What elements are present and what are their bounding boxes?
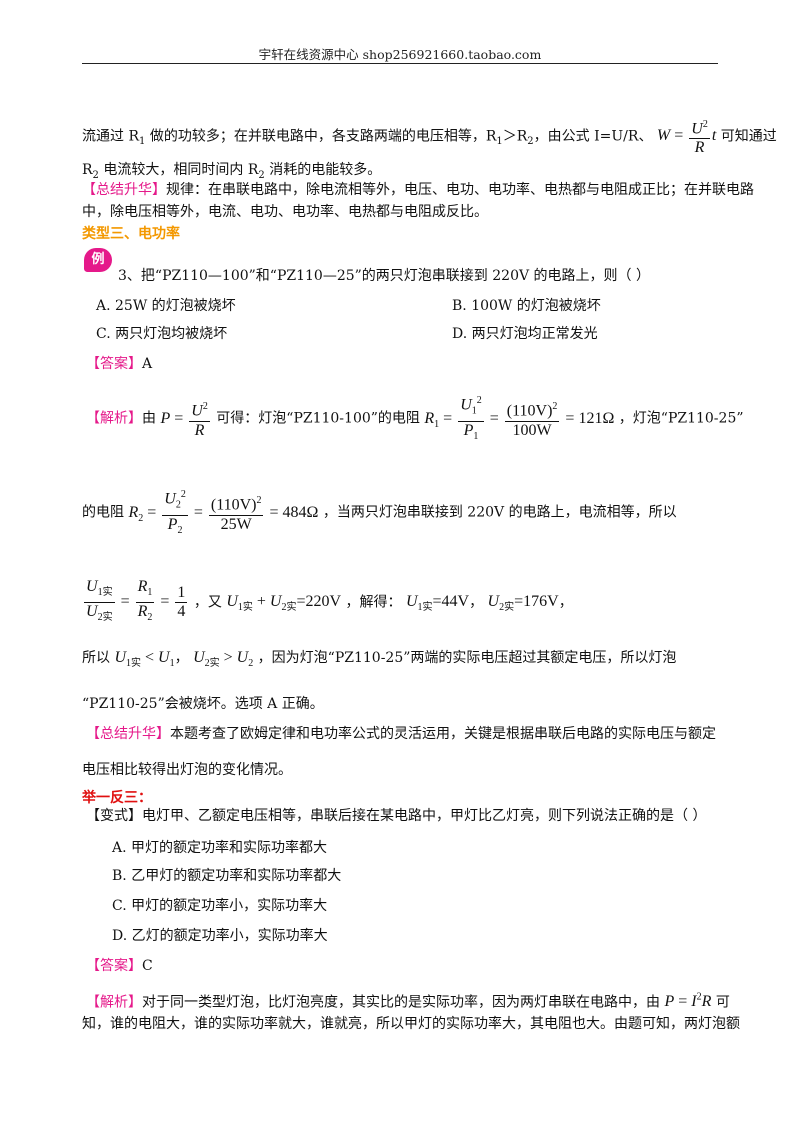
header-rule [82, 63, 718, 64]
summary-1-line-2: 中，除电压相等外，电流、电功、电功率、电热都与电阻成反比。 [82, 204, 488, 220]
option-a: A. 25W 的灯泡被烧坏 [96, 298, 236, 314]
summary-2-line-1: 【总结升华】本题考查了欧姆定律和电功率公式的灵活运用，关键是根据串联后电路的实际… [86, 726, 716, 742]
analysis-1-line-5: “PZ110-25”会被烧坏。选项 A 正确。 [82, 696, 324, 712]
option-b: B. 100W 的灯泡被烧坏 [452, 298, 601, 314]
variant-option-c: C. 甲灯的额定功率小，实际功率大 [112, 898, 328, 914]
analysis-2-line-1: 【解析】对于同一类型灯泡，比灯泡亮度，其实比的是实际功率，因为两灯串联在电路中，… [86, 992, 730, 1011]
option-c: C. 两只灯泡均被烧坏 [96, 326, 228, 342]
para-1-line-1: 流通过 R1 做的功较多；在并联电路中，各支路两端的电压相等，R1＞R2，由公式… [82, 116, 777, 157]
answer-1: 【答案】A [86, 356, 153, 372]
practice-title: 举一反三： [82, 790, 152, 806]
analysis-1-line-4: 所以 U1实 < U1， U2实 > U2 ，因为灯泡“PZ110-25”两端的… [82, 649, 677, 670]
summary-1-line-1: 【总结升华】规律：在串联电路中，除电流相等外，电压、电功、电功率、电热都与电阻成… [82, 182, 754, 198]
section-title: 类型三、电功率 [82, 226, 180, 242]
example-badge-icon: 例 [84, 248, 112, 272]
option-d: D. 两只灯泡均正常发光 [452, 326, 598, 342]
answer-2: 【答案】C [86, 958, 153, 974]
summary-2-line-2: 电压相比较得出灯泡的变化情况。 [82, 762, 292, 778]
variant-option-b: B. 乙甲灯的额定功率和实际功率都大 [112, 868, 342, 884]
question-stem: 3、把“PZ110—100”和“PZ110—25”的两只灯泡串联接到 220V … [118, 268, 650, 284]
analysis-2-line-2: 知，谁的电阻大，谁的实际功率就大，谁就亮，所以甲灯的实际功率大，其电阻也大。由题… [82, 1016, 740, 1032]
para-1-line-2: R2 电流较大，相同时间内 R2 消耗的电能较多。 [82, 162, 382, 181]
variant-option-d: D. 乙灯的额定功率小，实际功率大 [112, 928, 328, 944]
variant-stem: 【变式】电灯甲、乙额定电压相等，串联后接在某电路中，甲灯比乙灯亮，则下列说法正确… [86, 808, 707, 824]
page-header: 宇轩在线资源中心 shop256921660.taobao.com [258, 47, 542, 62]
variant-option-a: A. 甲灯的额定功率和实际功率都大 [112, 840, 328, 856]
